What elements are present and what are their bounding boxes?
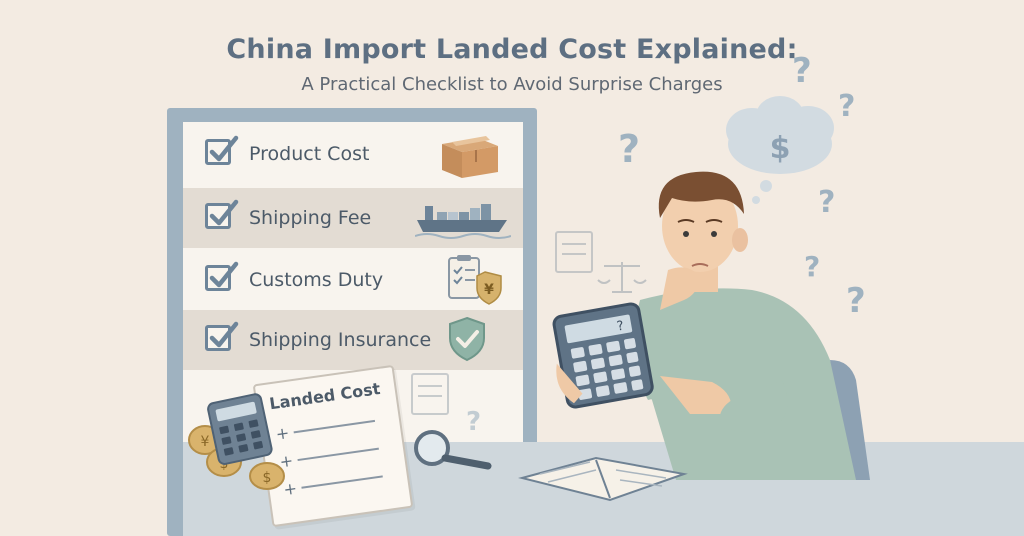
checklist-item-shipping-insurance: Shipping Insurance: [183, 310, 523, 370]
page-subtitle: A Practical Checklist to Avoid Surprise …: [301, 74, 723, 95]
svg-text:?: ?: [838, 89, 855, 124]
shield-check-icon: [449, 316, 485, 362]
calculator-icon: [207, 393, 273, 465]
checklist-item-customs-duty: Customs Duty ¥: [183, 250, 523, 310]
document-lines: + + +: [274, 419, 383, 500]
chair: [830, 360, 870, 480]
scales-icon: [597, 262, 647, 293]
svg-text:$: $: [263, 470, 272, 486]
checklist-item-label: Customs Duty: [249, 269, 384, 291]
customs-clipboard-yen-icon: ¥: [448, 255, 502, 305]
svg-text:¥: ¥: [201, 434, 210, 450]
svg-text:?: ?: [804, 250, 820, 283]
cargo-ship-icon: [415, 204, 511, 239]
checklist-item-shipping-fee: Shipping Fee: [183, 188, 523, 248]
checkbox-icon: [205, 321, 239, 351]
svg-text:+: +: [282, 479, 298, 500]
checklist-item-product-cost: Product Cost: [183, 124, 523, 184]
checklist-item-label: Shipping Insurance: [249, 329, 432, 351]
svg-text:?: ?: [466, 407, 481, 437]
svg-text:+: +: [278, 451, 294, 472]
svg-text:¥: ¥: [484, 282, 494, 298]
svg-text:?: ?: [792, 51, 812, 91]
svg-text:?: ?: [618, 127, 640, 171]
svg-text:?: ?: [616, 319, 625, 335]
checkbox-icon: [205, 135, 239, 165]
svg-text:?: ?: [818, 185, 835, 220]
landed-cost-document: Landed Cost + + +: [252, 364, 414, 528]
svg-text:+: +: [274, 423, 290, 444]
page-title: China Import Landed Cost Explained:: [226, 34, 798, 65]
checklist-item-label: Shipping Fee: [249, 207, 372, 229]
box-icon: [442, 136, 498, 178]
faded-document-icon: [411, 231, 593, 415]
dollar-thought-cloud-icon: $: [726, 96, 834, 204]
checkbox-icon: [205, 261, 239, 291]
calculator-icon: ?: [552, 302, 654, 409]
svg-text:?: ?: [846, 281, 866, 321]
checkbox-icon: [205, 199, 239, 229]
checklist-item-label: Product Cost: [249, 143, 370, 165]
question-mark-icon: ? ? ? ? ? ? ?: [466, 51, 866, 437]
magnifier-icon: [414, 430, 492, 470]
notebook-icon: [518, 456, 688, 502]
svg-text:$: $: [770, 131, 791, 166]
